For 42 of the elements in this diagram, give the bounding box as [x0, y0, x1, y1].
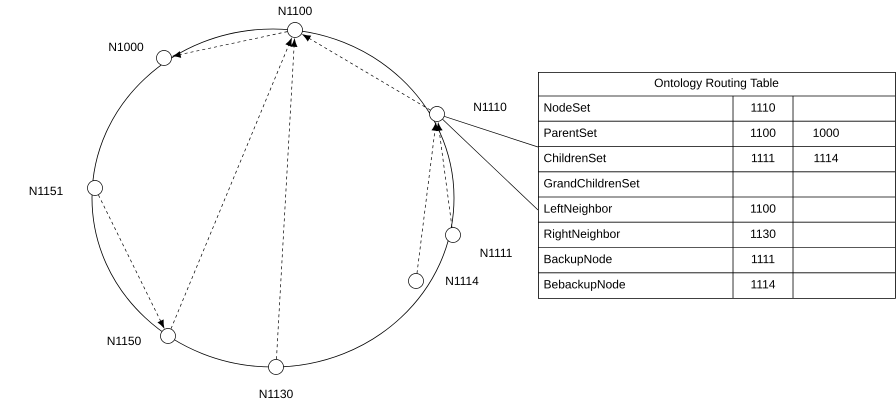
node-circle [160, 328, 176, 344]
node-label: N1114 [446, 276, 478, 285]
table-cell: GrandChildrenSet [544, 178, 640, 188]
table-cell: LeftNeighbor [544, 204, 612, 216]
node-label: N1150 [108, 336, 141, 346]
node-circle [429, 106, 445, 122]
node-circle [156, 50, 172, 66]
arrow [416, 122, 438, 274]
table-cell: 1100 [751, 204, 776, 213]
arrow [172, 31, 288, 58]
table-cell: BackupNode [544, 254, 612, 266]
node-label: N1111 [480, 248, 512, 257]
table-cell: 1114 [814, 154, 838, 162]
node-label: N1100 [278, 6, 312, 16]
leader-line [444, 116, 538, 148]
node-label: N1110 [474, 102, 506, 112]
table-cell: 1100 [751, 128, 776, 137]
node-circle [287, 22, 303, 38]
leader-line [442, 119, 538, 210]
node-circle [445, 227, 461, 243]
table-cell: RightNeighbor [544, 229, 620, 240]
node-circle [268, 359, 284, 375]
table-cell: 1111 [752, 254, 774, 264]
arrow [436, 122, 452, 228]
table-cell: ChildrenSet [544, 153, 606, 162]
arrow [170, 38, 292, 330]
node-circle [87, 180, 103, 196]
table-cell: NodeSet [544, 102, 590, 112]
table-cell: 1130 [751, 230, 776, 238]
table-cell: 1110 [751, 103, 775, 112]
table-cell: 1000 [814, 128, 839, 137]
node-label: N1000 [109, 42, 144, 52]
node-label: N1151 [30, 186, 63, 196]
table-cell: ParentSet [544, 128, 597, 137]
table-cell: 1114 [751, 280, 776, 288]
node-circle [408, 273, 424, 289]
arrow [276, 38, 298, 360]
node-label: N1130 [260, 390, 293, 398]
arrow [98, 194, 164, 328]
arrow [302, 34, 431, 110]
table-cell: BebackupNode [544, 280, 626, 291]
table-cell: 1111 [752, 154, 774, 162]
